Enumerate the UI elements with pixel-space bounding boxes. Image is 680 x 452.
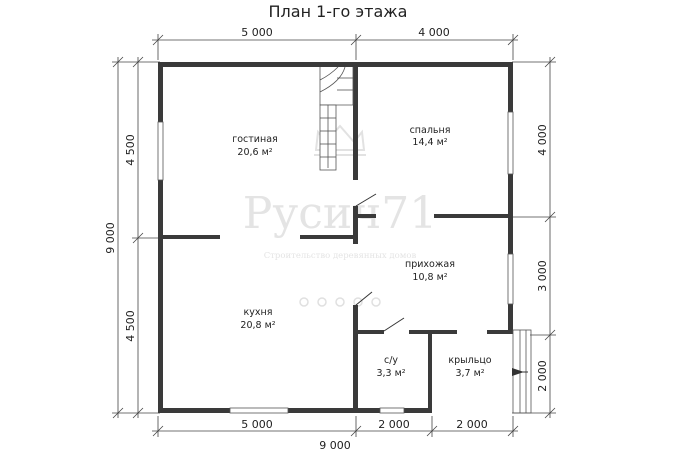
watermark: Русич71 Строительство деревянных домов bbox=[243, 124, 438, 307]
room-spalnya: спальня 14,4 м² bbox=[410, 125, 451, 148]
dim-right-1: 4 000 bbox=[536, 124, 549, 156]
dimension-lines bbox=[112, 34, 556, 437]
room-area: 14,4 м² bbox=[412, 137, 447, 148]
watermark-tagline: Строительство деревянных домов bbox=[264, 251, 417, 261]
room-area: 3,7 м² bbox=[455, 368, 484, 379]
staircase bbox=[319, 66, 354, 171]
room-area: 20,6 м² bbox=[237, 147, 272, 158]
room-name: с/у bbox=[384, 355, 398, 366]
dim-right-2: 3 000 bbox=[536, 260, 549, 292]
room-krylco: крыльцо 3,7 м² bbox=[448, 355, 491, 379]
walls bbox=[158, 62, 513, 413]
room-name: спальня bbox=[410, 125, 451, 136]
dim-left-1: 4 500 bbox=[124, 134, 137, 166]
dim-top-1: 5 000 bbox=[241, 26, 273, 39]
dim-bottom-total: 9 000 bbox=[319, 439, 351, 452]
dim-bottom-1: 5 000 bbox=[241, 418, 273, 431]
watermark-brand: Русич71 bbox=[243, 188, 438, 239]
dim-top-2: 4 000 bbox=[418, 26, 450, 39]
dim-left-2: 4 500 bbox=[124, 310, 137, 342]
room-name: крыльцо bbox=[448, 355, 491, 366]
room-prikhozhaya: прихожая 10,8 м² bbox=[405, 259, 455, 283]
dim-right-3: 2 000 bbox=[536, 360, 549, 392]
star-rating-icon bbox=[299, 297, 381, 307]
dim-bottom-2: 2 000 bbox=[378, 418, 410, 431]
plan-title: План 1-го этажа bbox=[269, 2, 408, 21]
doors bbox=[355, 193, 405, 332]
room-name: гостиная bbox=[232, 134, 277, 145]
dim-bottom-3: 2 000 bbox=[456, 418, 488, 431]
room-area: 20,8 м² bbox=[240, 320, 275, 331]
room-su: с/у 3,3 м² bbox=[376, 355, 405, 379]
windows bbox=[157, 111, 514, 414]
room-name: прихожая bbox=[405, 259, 455, 270]
room-name: кухня bbox=[244, 307, 273, 318]
room-area: 3,3 м² bbox=[376, 368, 405, 379]
room-area: 10,8 м² bbox=[412, 272, 447, 283]
dim-left-total: 9 000 bbox=[104, 222, 117, 254]
room-kukhnya: кухня 20,8 м² bbox=[240, 307, 275, 331]
room-gostinaya: гостиная 20,6 м² bbox=[232, 134, 277, 158]
